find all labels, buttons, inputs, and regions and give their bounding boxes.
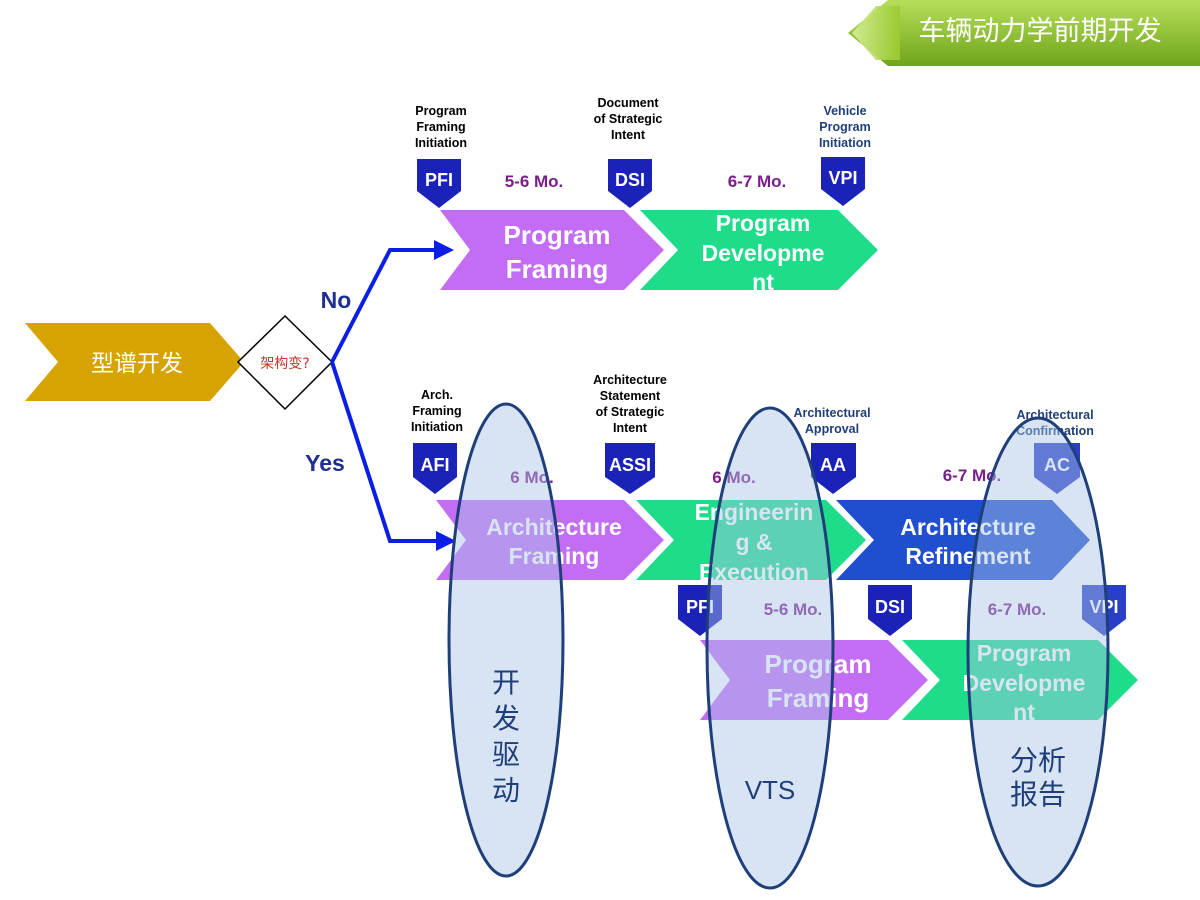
oval-2-label: VTS: [745, 775, 796, 805]
gate-dsi-sub-tag: DSI: [875, 597, 905, 617]
start-label: 型谱开发: [91, 351, 183, 377]
gate-aa-tag: AA: [820, 455, 846, 475]
gate-vpi-sub: VPI: [1082, 585, 1126, 636]
bottom-phase-ar-line-1: Architecture: [900, 514, 1035, 540]
branch-connectors: No Yes: [305, 240, 456, 551]
gate-vpi-top-caption-2: Program: [819, 120, 870, 134]
header-arrow-shape: [848, 0, 1200, 66]
header-arrow-accent: [852, 6, 900, 60]
gate-assi-tag: ASSI: [609, 455, 651, 475]
oval-1-char-2: 发: [492, 702, 520, 735]
gate-aa: AA Architectural Approval: [793, 406, 871, 494]
gate-afi: AFI Arch. Framing Initiation: [411, 388, 463, 494]
gate-dsi-sub: DSI: [868, 585, 912, 636]
gate-vpi-top: VPI Vehicle Program Initiation: [819, 104, 871, 206]
no-label: No: [321, 287, 352, 313]
gate-aa-caption-1: Architectural: [793, 406, 870, 420]
gate-afi-tag: AFI: [421, 455, 450, 475]
header-banner: 车辆动力学前期开发: [848, 0, 1200, 66]
oval-1-char-3: 驱: [492, 738, 520, 771]
yes-label: Yes: [305, 450, 345, 476]
top-phase-dev-line-3: nt: [752, 269, 774, 295]
top-phase-label-2: Framing: [506, 254, 609, 284]
oval-3-line-1: 分析: [1010, 744, 1066, 777]
gate-ac-caption-2: Confirmation: [1016, 424, 1094, 438]
gate-pfi-top-caption-3: Initiation: [415, 136, 467, 150]
gate-dsi-top-tag: DSI: [615, 170, 645, 190]
gate-aa-caption-2: Approval: [805, 422, 859, 436]
decision-label: 架构变?: [260, 356, 309, 372]
gate-pfi-top-caption-2: Framing: [416, 120, 465, 134]
gate-vpi-sub-tag: VPI: [1089, 597, 1118, 617]
sub-duration-2: 6-7 Mo.: [988, 600, 1047, 619]
sub-phase-pf-line-1: Program: [765, 649, 872, 679]
sub-duration-1: 5-6 Mo.: [764, 600, 823, 619]
gate-pfi-top-caption-1: Program: [415, 104, 466, 118]
oval-development-driver: 开 发 驱 动: [447, 402, 565, 878]
no-connector: [330, 240, 454, 363]
start-chevron: 型谱开发: [25, 323, 244, 401]
gate-dsi-top-caption-3: Intent: [611, 128, 646, 142]
top-track: Program Framing Program Developme nt PFI…: [415, 96, 878, 295]
gate-afi-caption-2: Framing: [412, 404, 461, 418]
bottom-phase-af-line-2: Framing: [509, 543, 600, 569]
top-phase-dev-line-2: Developme: [702, 240, 825, 266]
top-duration-1: 5-6 Mo.: [505, 172, 564, 191]
gate-assi-caption-3: of Strategic: [596, 405, 665, 419]
oval-analysis-report: 分析 报告: [966, 416, 1110, 888]
decision-diamond: 架构变?: [236, 314, 334, 411]
sub-phase-pd-line-3: nt: [1013, 699, 1035, 725]
sub-phase-pf-line-2: Framing: [767, 683, 870, 713]
sub-track: Program Framing Program Developme nt PFI…: [678, 585, 1138, 725]
bottom-phase-ee-line-2: g &: [735, 529, 772, 555]
oval-1-char-1: 开: [492, 666, 520, 699]
top-phase-label-1: Program: [504, 220, 611, 250]
gate-vpi-top-caption-1: Vehicle: [823, 104, 866, 118]
sub-phase-program-framing: Program Framing: [700, 640, 928, 720]
gate-vpi-top-caption-3: Initiation: [819, 136, 871, 150]
gate-dsi-top-caption-2: of Strategic: [594, 112, 663, 126]
oval-3-line-2: 报告: [1010, 778, 1066, 811]
top-phase-dev-line-1: Program: [716, 210, 811, 236]
gate-ac-tag: AC: [1044, 455, 1070, 475]
gate-assi: ASSI Architecture Statement of Strategic…: [593, 373, 667, 494]
top-phase-program-development: Program Developme nt: [640, 210, 878, 295]
gate-assi-caption-4: Intent: [613, 421, 648, 435]
gate-pfi-top: PFI Program Framing Initiation: [415, 104, 467, 208]
gate-dsi-top: DSI Document of Strategic Intent: [594, 96, 663, 208]
top-phase-program-framing: Program Framing: [440, 210, 664, 290]
gate-assi-caption-1: Architecture: [593, 373, 667, 387]
bottom-track: Architecture Framing Engineerin g & Exec…: [411, 373, 1094, 585]
yes-connector: [330, 361, 456, 551]
bottom-phase-architecture-refinement: Architecture Refinement: [836, 500, 1090, 580]
bottom-phase-engineering-execution: Engineerin g & Execution: [636, 499, 866, 585]
oval-1-char-4: 动: [492, 774, 520, 807]
gate-assi-caption-2: Statement: [600, 389, 661, 403]
header-title: 车辆动力学前期开发: [919, 16, 1162, 47]
bottom-phase-ee-line-3: Execution: [699, 559, 809, 585]
gate-afi-caption-1: Arch.: [421, 388, 453, 402]
bottom-duration-3: 6-7 Mo.: [943, 466, 1002, 485]
sub-phase-pd-line-2: Developme: [963, 670, 1086, 696]
bottom-phase-ar-line-2: Refinement: [905, 543, 1031, 569]
oval-vts: VTS: [705, 406, 835, 890]
bottom-phase-ee-line-1: Engineerin: [695, 499, 814, 525]
gate-afi-caption-3: Initiation: [411, 420, 463, 434]
gate-pfi-top-tag: PFI: [425, 170, 453, 190]
top-duration-2: 6-7 Mo.: [728, 172, 787, 191]
bottom-duration-1: 6 Mo.: [510, 468, 553, 487]
sub-phase-pd-line-1: Program: [977, 640, 1072, 666]
gate-vpi-top-tag: VPI: [828, 168, 857, 188]
sub-phase-program-development: Program Developme nt: [902, 640, 1138, 725]
gate-dsi-top-caption-1: Document: [597, 96, 659, 110]
